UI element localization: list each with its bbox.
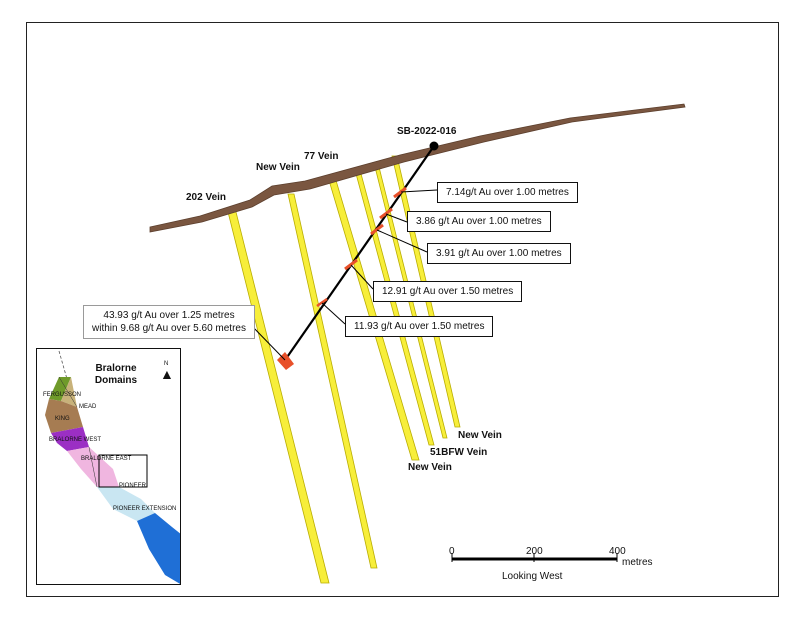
domain-label-bralorne-west: BRALORNE WEST bbox=[49, 437, 102, 443]
domain-bralorne-west bbox=[51, 427, 89, 451]
vein-202 bbox=[227, 211, 330, 584]
scale-unit: metres bbox=[622, 557, 653, 568]
domain-ferguson bbox=[49, 377, 71, 401]
domain-label-mead: MEAD bbox=[79, 404, 97, 410]
assay-box-2: 3.86 g/t Au over 1.00 metres bbox=[407, 211, 551, 232]
north-label: N bbox=[164, 361, 169, 367]
domain-label-pioneer: PIONEER bbox=[119, 483, 147, 489]
domain-pioneer-extension bbox=[137, 513, 180, 584]
collar-marker bbox=[429, 141, 439, 151]
map-frame bbox=[26, 22, 779, 597]
vein-51bfw-label: 51BFW Vein bbox=[430, 447, 488, 458]
new-vein-bottom-label: New Vein bbox=[408, 462, 452, 473]
drill-trace bbox=[282, 145, 435, 364]
north-arrow-icon: ▲ bbox=[160, 366, 174, 382]
domain-pioneer bbox=[97, 487, 155, 521]
scale-tick-400: 400 bbox=[609, 546, 626, 557]
new-vein-top-label: New Vein bbox=[256, 162, 300, 173]
domain-label-ferguson: FERGUSSON bbox=[43, 392, 82, 398]
intercept-mark-2 bbox=[379, 207, 393, 220]
leader-4 bbox=[350, 264, 374, 290]
new-vein-right-label: New Vein bbox=[458, 430, 502, 441]
inset-extent-box bbox=[98, 454, 148, 488]
scale-tick-200: 200 bbox=[526, 546, 543, 557]
assay-text: 12.91 g/t Au over 1.50 metres bbox=[382, 286, 514, 297]
vein-202-label: 202 Vein bbox=[186, 192, 227, 203]
leader-5 bbox=[321, 302, 346, 325]
leader-2 bbox=[385, 213, 408, 223]
assay-text: 3.86 g/t Au over 1.00 metres bbox=[416, 216, 542, 227]
vein-77-label: 77 Vein bbox=[304, 151, 339, 162]
scale-tick-0: 0 bbox=[449, 546, 455, 557]
assay-text: 7.14g/t Au over 1.00 metres bbox=[446, 187, 569, 198]
assay-box-6: 43.93 g/t Au over 1.25 metres within 9.6… bbox=[83, 305, 255, 339]
domain-label-bralorne-east: BRALORNE EAST bbox=[81, 456, 132, 462]
domain-label-king: KING bbox=[55, 416, 70, 422]
intercept-mark-1 bbox=[393, 186, 407, 199]
inset-domain-map: Bralorne Domains N ▲ FERGUSSON MEAD KING… bbox=[36, 348, 181, 585]
leader-1 bbox=[400, 189, 438, 193]
assay-box-3: 3.91 g/t Au over 1.00 metres bbox=[427, 243, 571, 264]
inset-title: Bralorne Domains bbox=[94, 363, 138, 386]
assay-text-within: within 9.68 g/t Au over 5.60 metres bbox=[92, 323, 246, 334]
inset-drawing bbox=[45, 350, 180, 584]
assay-box-4: 12.91 g/t Au over 1.50 metres bbox=[373, 281, 523, 302]
domain-label-pioneer-extension: PIONEER EXTENSION bbox=[113, 506, 177, 512]
topography-surface bbox=[149, 103, 686, 233]
drillhole-label: SB-2022-016 bbox=[397, 126, 457, 137]
leader-6 bbox=[248, 322, 286, 361]
scale-bar bbox=[451, 553, 618, 562]
intercept-mark-3 bbox=[370, 223, 384, 236]
domain-king bbox=[45, 399, 83, 433]
assay-box-5: 11.93 g/t Au over 1.50 metres bbox=[345, 316, 494, 337]
leader-3 bbox=[376, 229, 428, 253]
assay-text: 43.93 g/t Au over 1.25 metres bbox=[103, 310, 235, 321]
domain-mead bbox=[61, 377, 77, 407]
intercept-mark-4 bbox=[344, 258, 358, 271]
intercept-mark-5 bbox=[316, 297, 328, 308]
inset-dashed-boundary bbox=[58, 350, 68, 380]
assay-box-1: 7.14g/t Au over 1.00 metres bbox=[437, 182, 578, 203]
vein-new-left bbox=[287, 193, 378, 569]
assay-text: 11.93 g/t Au over 1.50 metres bbox=[354, 321, 485, 332]
view-direction: Looking West bbox=[502, 571, 563, 582]
assay-text: 3.91 g/t Au over 1.00 metres bbox=[436, 248, 562, 259]
